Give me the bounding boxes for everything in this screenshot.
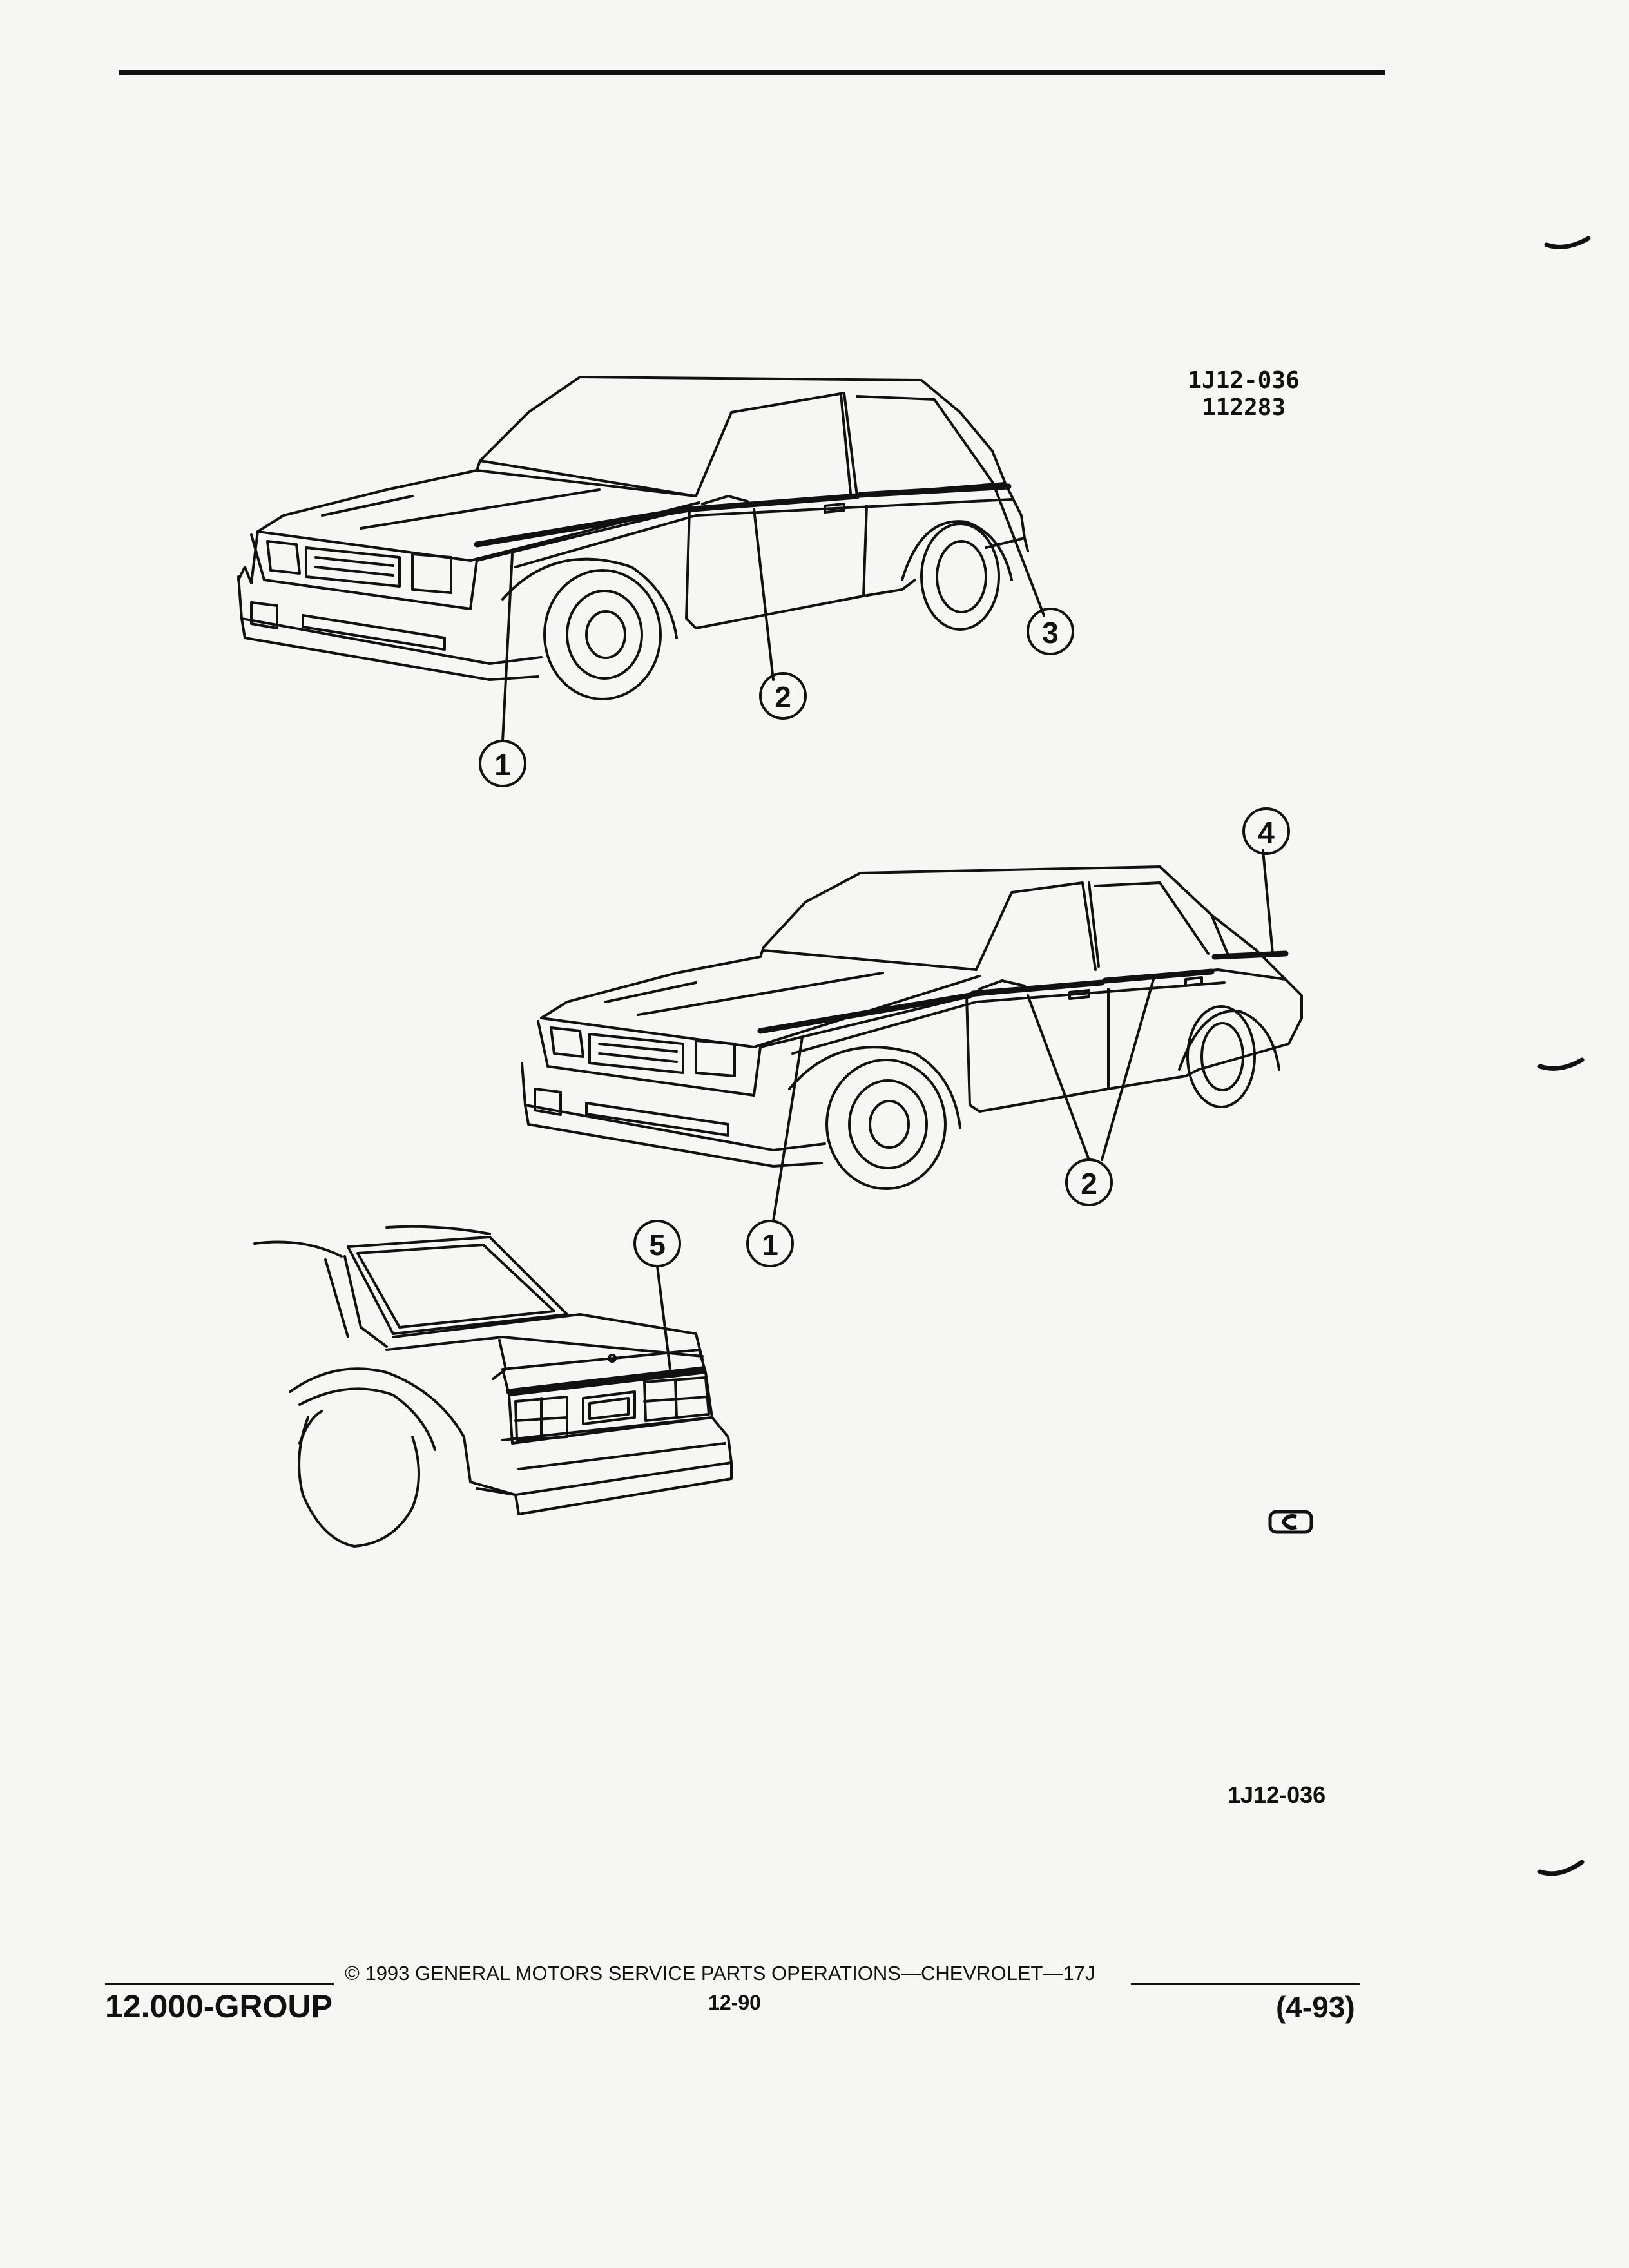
reference-number: 112283 [1201,394,1286,421]
footer-group: 12.000-GROUP [105,1988,333,2024]
coupe-illustration [237,376,1074,787]
binding-mark-icon [1537,1057,1585,1071]
callout-3-coupe: 3 [1042,616,1059,649]
revision-date: (4-93) [1276,1990,1355,2024]
rear-illustration [253,1220,733,1548]
top-rule [119,70,1385,75]
callout-5-rear: 5 [649,1228,666,1262]
callout-2-coupe: 2 [775,680,791,714]
reference-code: 1J12-036 112283 [1160,367,1327,421]
figure-code: 1J12-036 [1228,1782,1326,1808]
binding-mark-icon [1537,1860,1585,1876]
gm-logo-icon [1268,1510,1313,1534]
footer-rule-left [105,1983,334,1985]
callout-2-sedan: 2 [1081,1167,1097,1200]
footer-rule-right [1131,1983,1360,1985]
binding-mark-icon [1544,236,1591,249]
callout-1-sedan: 1 [762,1228,778,1262]
reference-code-label: 1J12-036 [1188,367,1300,394]
page-number: 12-90 [708,1991,761,2014]
callout-1-coupe: 1 [494,748,511,782]
sedan-illustration [521,807,1303,1267]
callout-4-sedan: 4 [1258,816,1275,849]
footer-copyright: © 1993 GENERAL MOTORS SERVICE PARTS OPER… [345,1962,1095,1984]
